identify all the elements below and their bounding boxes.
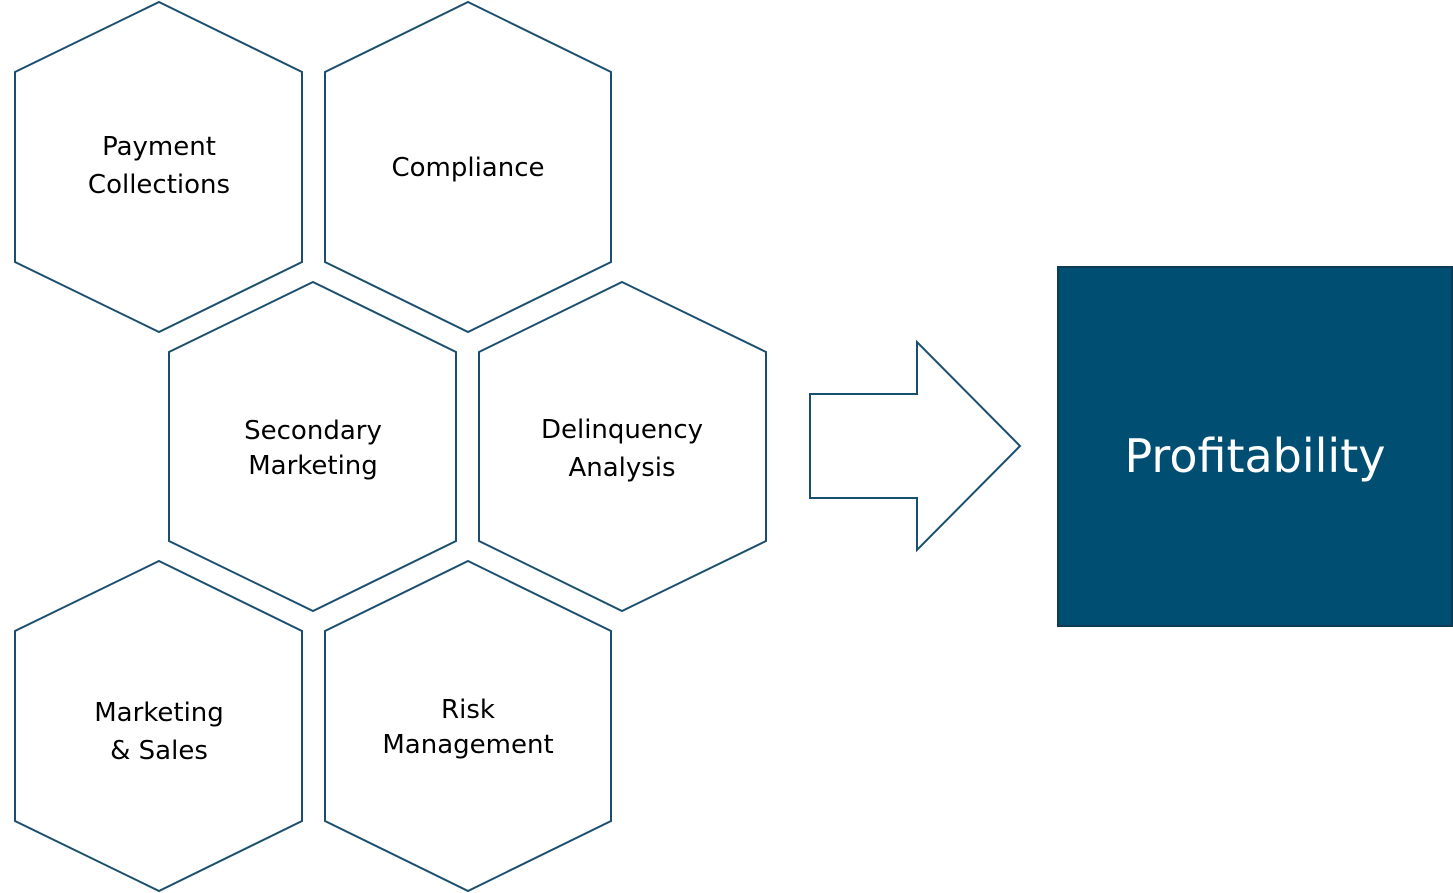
hexagon-label-line: Management — [382, 730, 553, 760]
hexagon-compliance: Compliance — [324, 0, 612, 334]
hexagon-delinquency-analysis: Delinquency Analysis — [478, 280, 767, 613]
hexagon-label-line: Marketing — [248, 451, 378, 481]
hexagon-label-line: Compliance — [391, 153, 544, 183]
hexagon-label-line: & Sales — [110, 736, 208, 766]
hexagon-payment-collections: Payment Collections — [14, 0, 303, 334]
hexagon-label-line: Delinquency — [541, 415, 703, 445]
hexagon-label-line: Payment — [102, 132, 216, 162]
result-box: Profitability — [1057, 266, 1453, 627]
hexagon-label-line: Marketing — [94, 698, 224, 728]
hexagon-shape — [324, 0, 612, 334]
hexagon-risk-management: Risk Management — [324, 559, 612, 893]
hexagon-label-line: Risk — [441, 695, 495, 725]
hexagon-label-line: Collections — [88, 170, 230, 200]
hexagon-shape — [478, 280, 767, 613]
hexagon-shape — [14, 559, 303, 893]
hexagon-shape — [324, 559, 612, 893]
result-label: Profitability — [1125, 429, 1386, 483]
hexagon-marketing-sales: Marketing & Sales — [14, 559, 303, 893]
hexagon-shape — [14, 0, 303, 334]
hexagon-label-line: Secondary — [244, 416, 382, 446]
hexagon-shape — [168, 280, 457, 613]
hexagon-secondary-marketing: Secondary Marketing — [168, 280, 457, 613]
right-arrow-icon — [809, 339, 1022, 553]
result-box-shape — [1057, 266, 1453, 627]
hexagon-label-line: Analysis — [568, 453, 675, 483]
